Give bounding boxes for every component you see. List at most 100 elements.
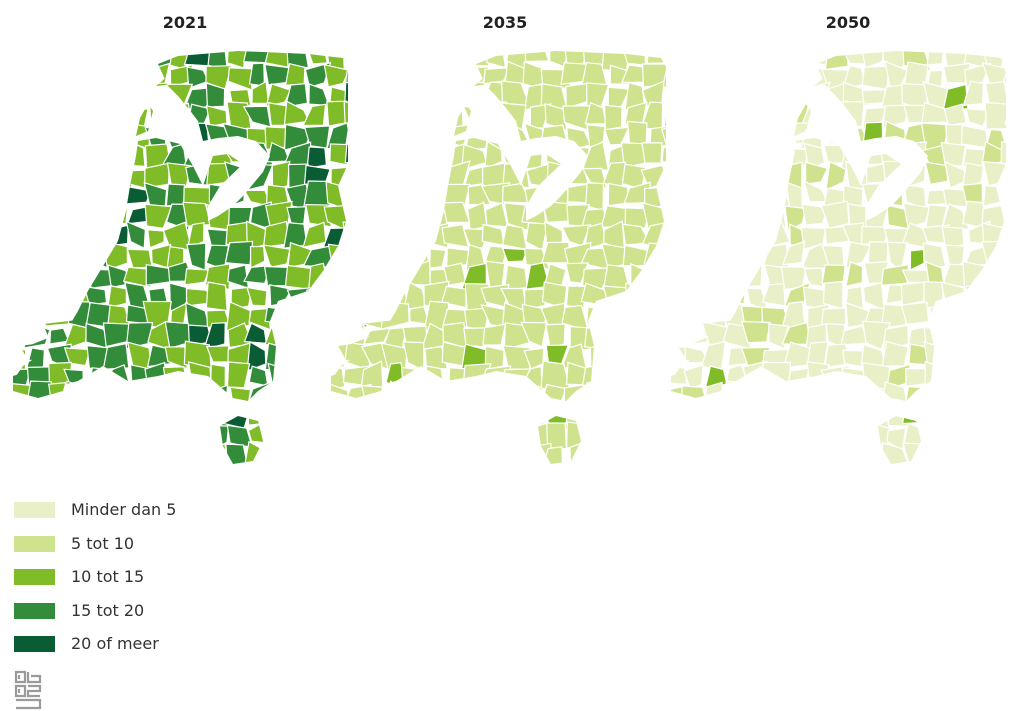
municipality-region xyxy=(620,421,646,449)
municipality-region xyxy=(423,85,448,112)
municipality-region xyxy=(701,225,727,251)
municipality-region xyxy=(63,241,91,270)
municipality-region xyxy=(206,401,231,430)
municipality-region xyxy=(642,300,666,323)
municipality-region xyxy=(785,384,810,405)
municipality-region xyxy=(502,388,526,408)
municipality-region xyxy=(89,51,114,69)
municipality-region xyxy=(983,385,1006,404)
municipality-region xyxy=(385,426,411,452)
municipality-region xyxy=(246,286,268,307)
municipality-region xyxy=(961,162,985,192)
municipality-region xyxy=(671,421,683,452)
municipality-region xyxy=(962,424,988,449)
municipality-region xyxy=(229,386,252,410)
legend-swatch xyxy=(14,502,55,518)
municipality-region xyxy=(423,365,444,392)
netherlands-map-2035 xyxy=(331,51,666,464)
municipality-region xyxy=(680,385,709,410)
municipality-region xyxy=(784,62,805,89)
municipality-region xyxy=(481,429,509,451)
municipality-region xyxy=(720,442,750,464)
municipality-region xyxy=(344,262,368,292)
municipality-region xyxy=(421,381,445,410)
municipality-region xyxy=(743,103,772,131)
municipality-region xyxy=(167,102,193,128)
municipality-region xyxy=(984,101,1006,130)
municipality-region xyxy=(722,283,747,305)
municipality-region xyxy=(984,401,1005,428)
municipality-region xyxy=(704,101,728,126)
municipality-region xyxy=(186,242,207,272)
municipality-region xyxy=(82,84,114,108)
municipality-region xyxy=(45,61,67,88)
municipality-region xyxy=(671,180,692,210)
municipality-region xyxy=(628,341,650,369)
municipality-region xyxy=(401,366,429,392)
municipality-region xyxy=(671,263,685,292)
municipality-region xyxy=(840,146,864,171)
municipality-region xyxy=(822,442,849,464)
municipality-region xyxy=(404,147,431,166)
municipality-region xyxy=(646,340,666,369)
municipality-region xyxy=(446,406,468,432)
municipality-region xyxy=(205,104,228,128)
municipality-region xyxy=(404,106,428,132)
municipality-region xyxy=(271,160,291,192)
municipality-region xyxy=(671,301,692,325)
municipality-region xyxy=(603,422,632,450)
municipality-region xyxy=(149,101,170,130)
municipality-region xyxy=(922,402,951,431)
cbs-logo-icon xyxy=(14,670,42,710)
municipality-region xyxy=(486,51,507,69)
municipality-region xyxy=(22,263,53,290)
municipality-region xyxy=(347,141,368,166)
municipality-region xyxy=(671,62,687,91)
municipality-region xyxy=(13,327,25,348)
municipality-region xyxy=(302,302,329,331)
municipality-region xyxy=(123,65,148,91)
municipality-region xyxy=(760,361,792,384)
municipality-region xyxy=(462,105,490,123)
municipality-region xyxy=(844,420,871,449)
municipality-region xyxy=(1000,141,1006,171)
municipality-region xyxy=(721,163,749,189)
municipality-region xyxy=(125,220,146,250)
municipality-region xyxy=(402,425,429,450)
municipality-region xyxy=(521,202,547,225)
municipality-region xyxy=(645,405,666,428)
municipality-region xyxy=(671,128,691,151)
municipality-region xyxy=(444,426,463,450)
municipality-region xyxy=(988,307,1006,327)
municipality-region xyxy=(781,240,806,266)
municipality-region xyxy=(1000,444,1006,464)
municipality-region xyxy=(684,121,708,149)
municipality-region xyxy=(520,321,548,348)
municipality-region xyxy=(784,84,811,107)
municipality-region xyxy=(360,84,386,111)
municipality-region xyxy=(762,122,791,143)
municipality-region xyxy=(107,51,131,71)
municipality-region xyxy=(602,367,631,390)
municipality-region xyxy=(684,221,708,252)
municipality-region xyxy=(331,61,350,83)
municipality-region xyxy=(503,322,530,351)
municipality-region xyxy=(13,402,33,429)
municipality-region xyxy=(641,446,666,464)
municipality-region xyxy=(427,51,451,67)
municipality-region xyxy=(382,80,404,112)
municipality-region xyxy=(28,129,48,149)
municipality-region xyxy=(602,285,628,307)
municipality-region xyxy=(163,445,193,464)
municipality-region xyxy=(684,102,712,127)
municipality-region xyxy=(501,247,529,263)
municipality-region xyxy=(484,140,503,170)
municipality-region xyxy=(701,64,728,92)
municipality-region xyxy=(331,225,350,246)
legend-swatch xyxy=(14,535,55,552)
municipality-region xyxy=(144,203,173,230)
municipality-region xyxy=(681,86,710,112)
municipality-region xyxy=(13,346,27,371)
municipality-region xyxy=(503,420,529,445)
municipality-region xyxy=(824,51,849,71)
